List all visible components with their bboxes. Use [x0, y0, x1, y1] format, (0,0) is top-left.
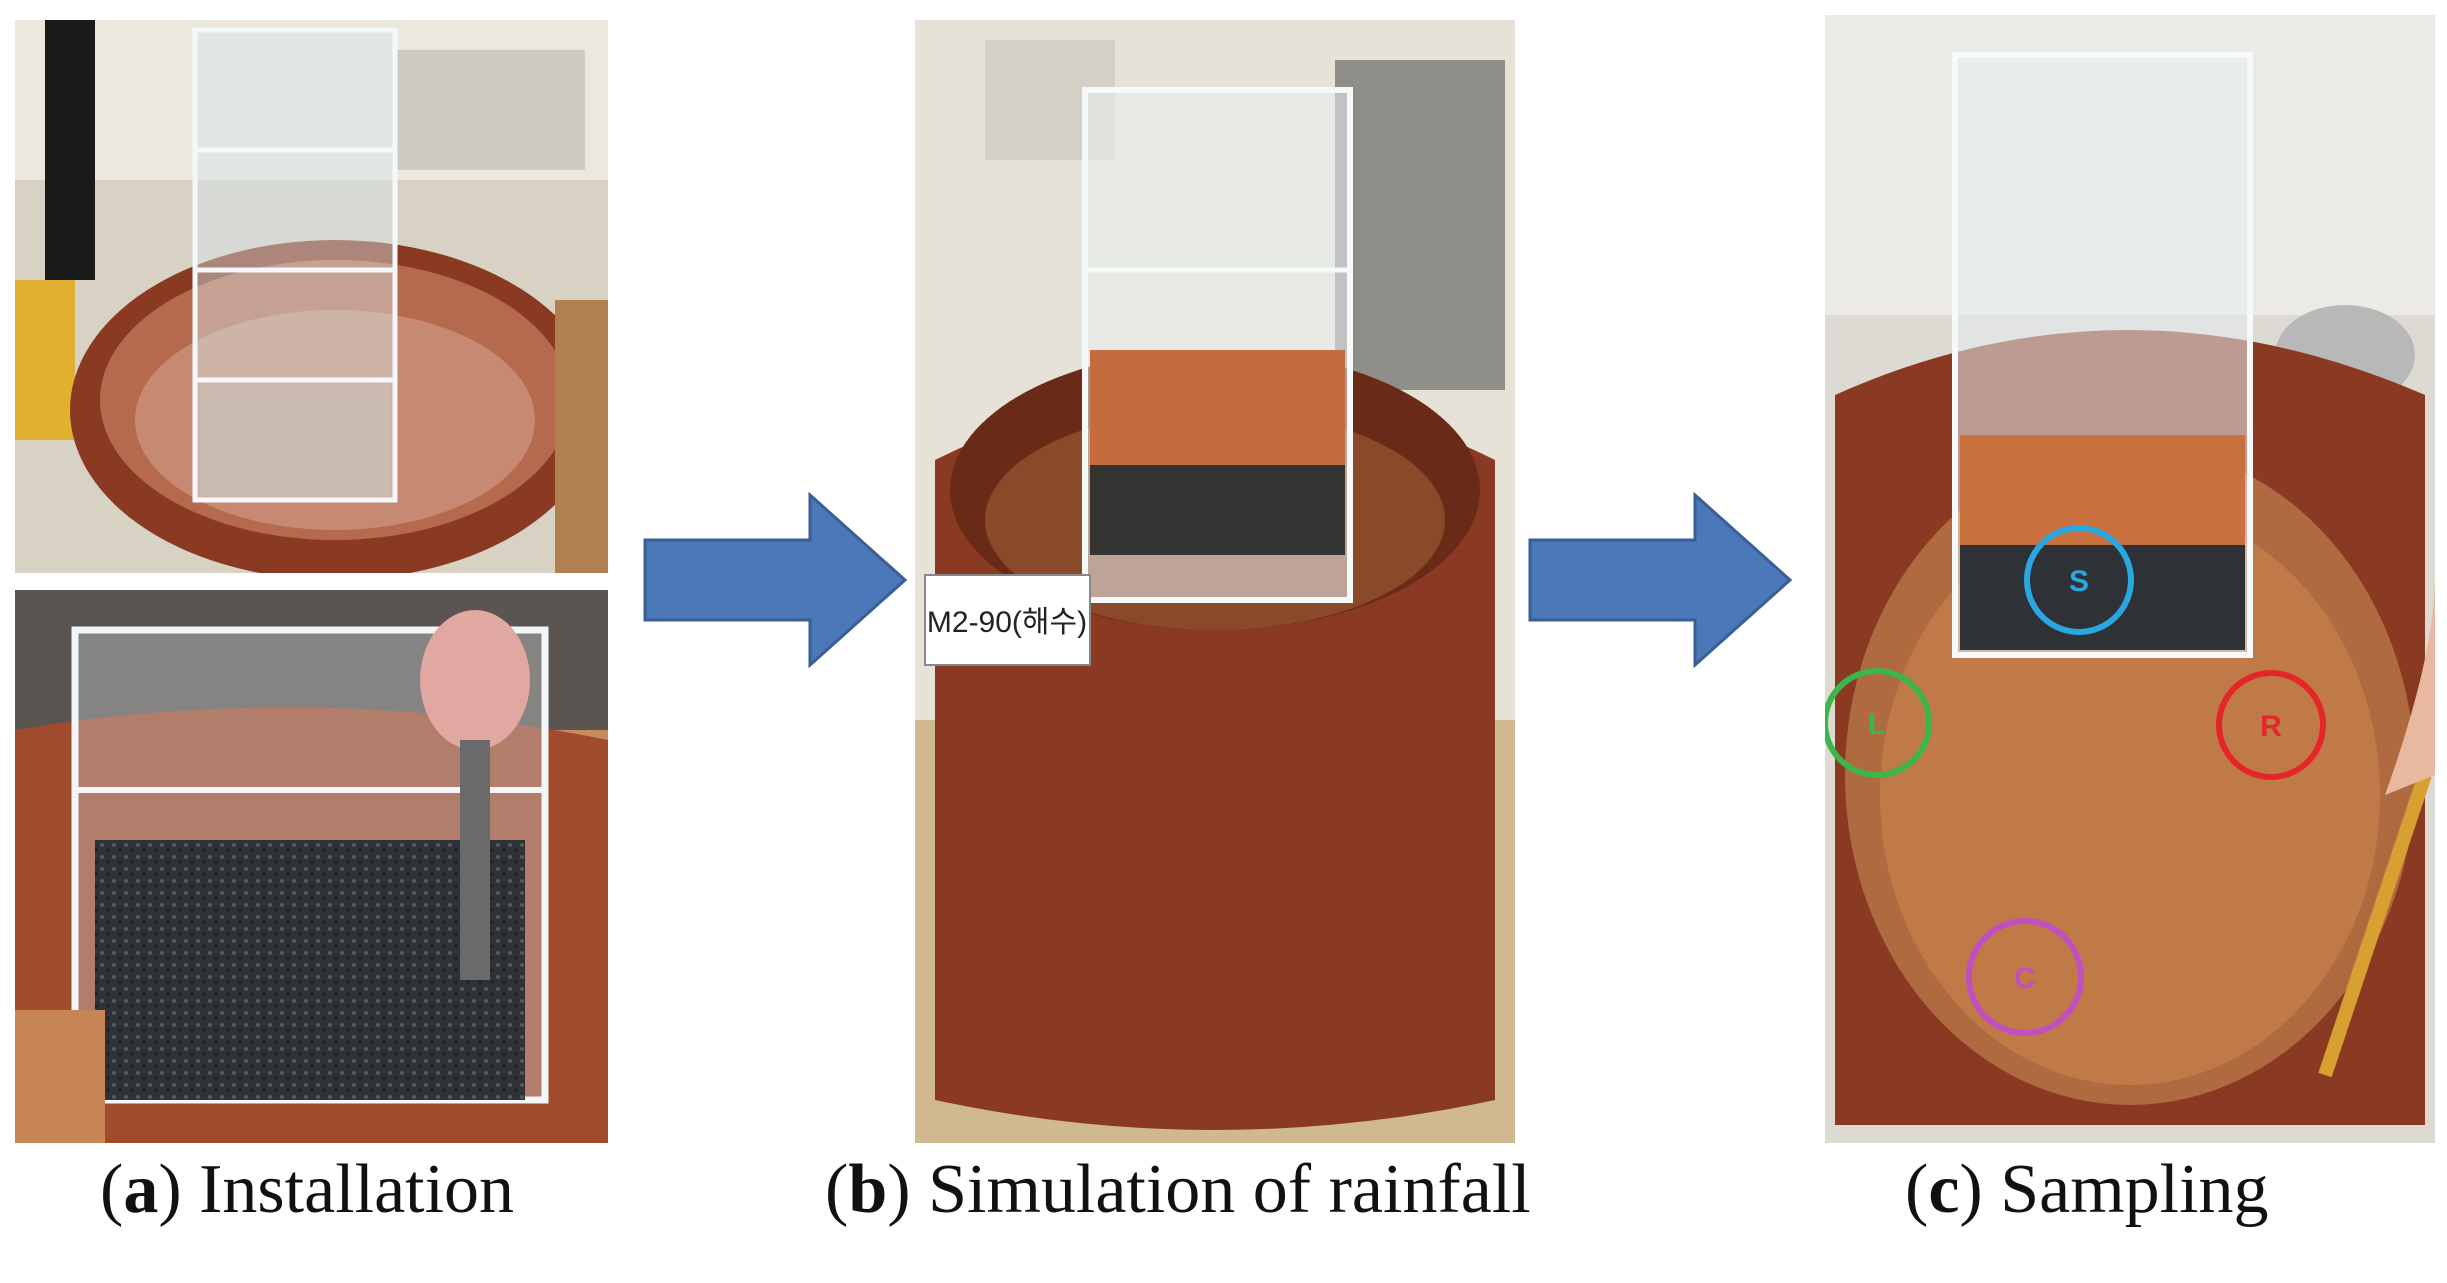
caption-installation: (a) Installation [100, 1151, 515, 1228]
sample-marker-s: S [2024, 525, 2134, 635]
caption-label: Simulation of rainfall [928, 1151, 1531, 1228]
sample-tag: M2-90(해수) [927, 606, 1087, 639]
svg-text:L: L [1868, 708, 1886, 741]
arrow-right-icon [1528, 491, 1793, 669]
sample-marker-l: L [1825, 668, 1932, 778]
caption-letter: a [123, 1151, 159, 1228]
photo-installation-bottom [15, 590, 608, 1143]
caption-label: Sampling [2000, 1151, 2269, 1228]
svg-text:R: R [2260, 710, 2282, 743]
sample-marker-c: C [1966, 918, 2084, 1036]
caption-letter: b [848, 1151, 888, 1228]
svg-text:S: S [2069, 565, 2089, 598]
arrow-right-icon [643, 491, 908, 669]
caption-simulation-of-rainfall: (b) Simulation of rainfall [825, 1151, 1531, 1228]
caption-label: Installation [199, 1151, 515, 1228]
photo-simulation-of-rainfall: M2-90(해수) [915, 20, 1515, 1143]
photo-sampling: S L R C [1825, 15, 2435, 1143]
caption-letter: c [1928, 1151, 1960, 1228]
sample-marker-r: R [2216, 670, 2326, 780]
caption-sampling: (c) Sampling [1905, 1151, 2269, 1228]
photo-installation-top [15, 20, 608, 573]
svg-text:C: C [2014, 962, 2036, 995]
